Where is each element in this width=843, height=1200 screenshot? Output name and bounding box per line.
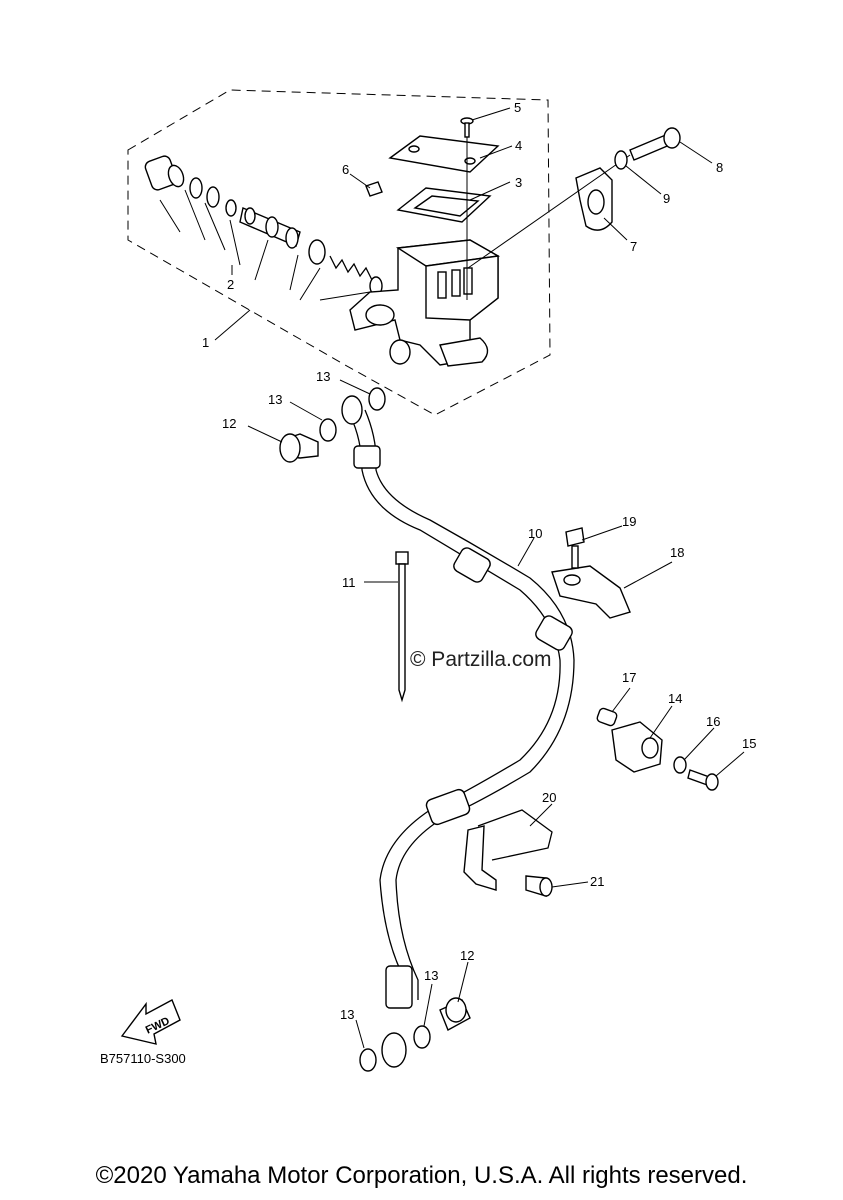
callout-12-lower: 12 [460, 948, 474, 963]
callout-leaders [247, 107, 745, 1049]
washer [614, 150, 628, 170]
gasket-4 [359, 1048, 377, 1072]
callout-9: 9 [663, 191, 670, 206]
clamp [611, 721, 663, 773]
gasket-1 [368, 387, 386, 411]
callout-20: 20 [542, 790, 556, 805]
reference-code: B757110-S300 [100, 1051, 186, 1066]
callout-11: 11 [342, 575, 356, 590]
callout-8: 8 [716, 160, 723, 175]
diaphragm-inner [413, 195, 480, 217]
callout-7: 7 [630, 239, 637, 254]
cover-hole-left [408, 145, 420, 153]
callout-13-d: 13 [340, 1007, 354, 1022]
union-bolt-lower [439, 997, 471, 1031]
guide-bolt [565, 527, 585, 569]
callout-13-c: 13 [424, 968, 438, 983]
clamp-washer [673, 756, 687, 774]
callout-2: 2 [227, 277, 234, 292]
collar [596, 707, 618, 727]
watermark: © Partzilla.com [410, 648, 552, 671]
leader-2 [159, 189, 371, 301]
callout-18: 18 [670, 545, 684, 560]
bracket-bolt [525, 875, 553, 897]
callout-6: 6 [342, 162, 349, 177]
clamp-hole [641, 737, 659, 759]
hose-guide [551, 565, 631, 619]
holder-axis-line [467, 154, 631, 269]
reservoir-cover [388, 135, 500, 173]
fwd-arrow: FWD [120, 999, 181, 1045]
bracket-wire [477, 809, 553, 861]
callout-14: 14 [668, 691, 682, 706]
callout-21: 21 [590, 874, 604, 889]
gasket-2 [319, 418, 337, 442]
callout-5: 5 [514, 100, 521, 115]
cover-screw [460, 117, 474, 138]
callout-19: 19 [622, 514, 636, 529]
holder-hole [587, 189, 605, 215]
clip [365, 181, 383, 197]
bolt [629, 127, 681, 161]
callout-10: 10 [528, 526, 542, 541]
piston-kit [144, 155, 383, 296]
master-cylinder-assembly-outline [127, 89, 551, 416]
callout-1: 1 [202, 335, 209, 350]
callout-3: 3 [515, 175, 522, 190]
callout-15: 15 [742, 736, 756, 751]
leader-1 [214, 309, 251, 341]
callout-17: 17 [622, 670, 636, 685]
brake-hose [341, 395, 575, 1068]
callout-16: 16 [706, 714, 720, 729]
callout-13-b: 13 [268, 392, 282, 407]
copyright-notice: ©2020 Yamaha Motor Corporation, U.S.A. A… [95, 1162, 748, 1189]
clamp-screw [687, 769, 719, 791]
callout-12-upper: 12 [222, 416, 236, 431]
master-cylinder-body [349, 239, 501, 367]
gasket-3 [413, 1025, 431, 1049]
callout-4: 4 [515, 138, 522, 153]
union-bolt-upper [279, 433, 319, 463]
cable-tie [395, 551, 409, 703]
guide-hole [563, 574, 581, 586]
bracket [463, 825, 497, 891]
callout-13-a: 13 [316, 369, 330, 384]
